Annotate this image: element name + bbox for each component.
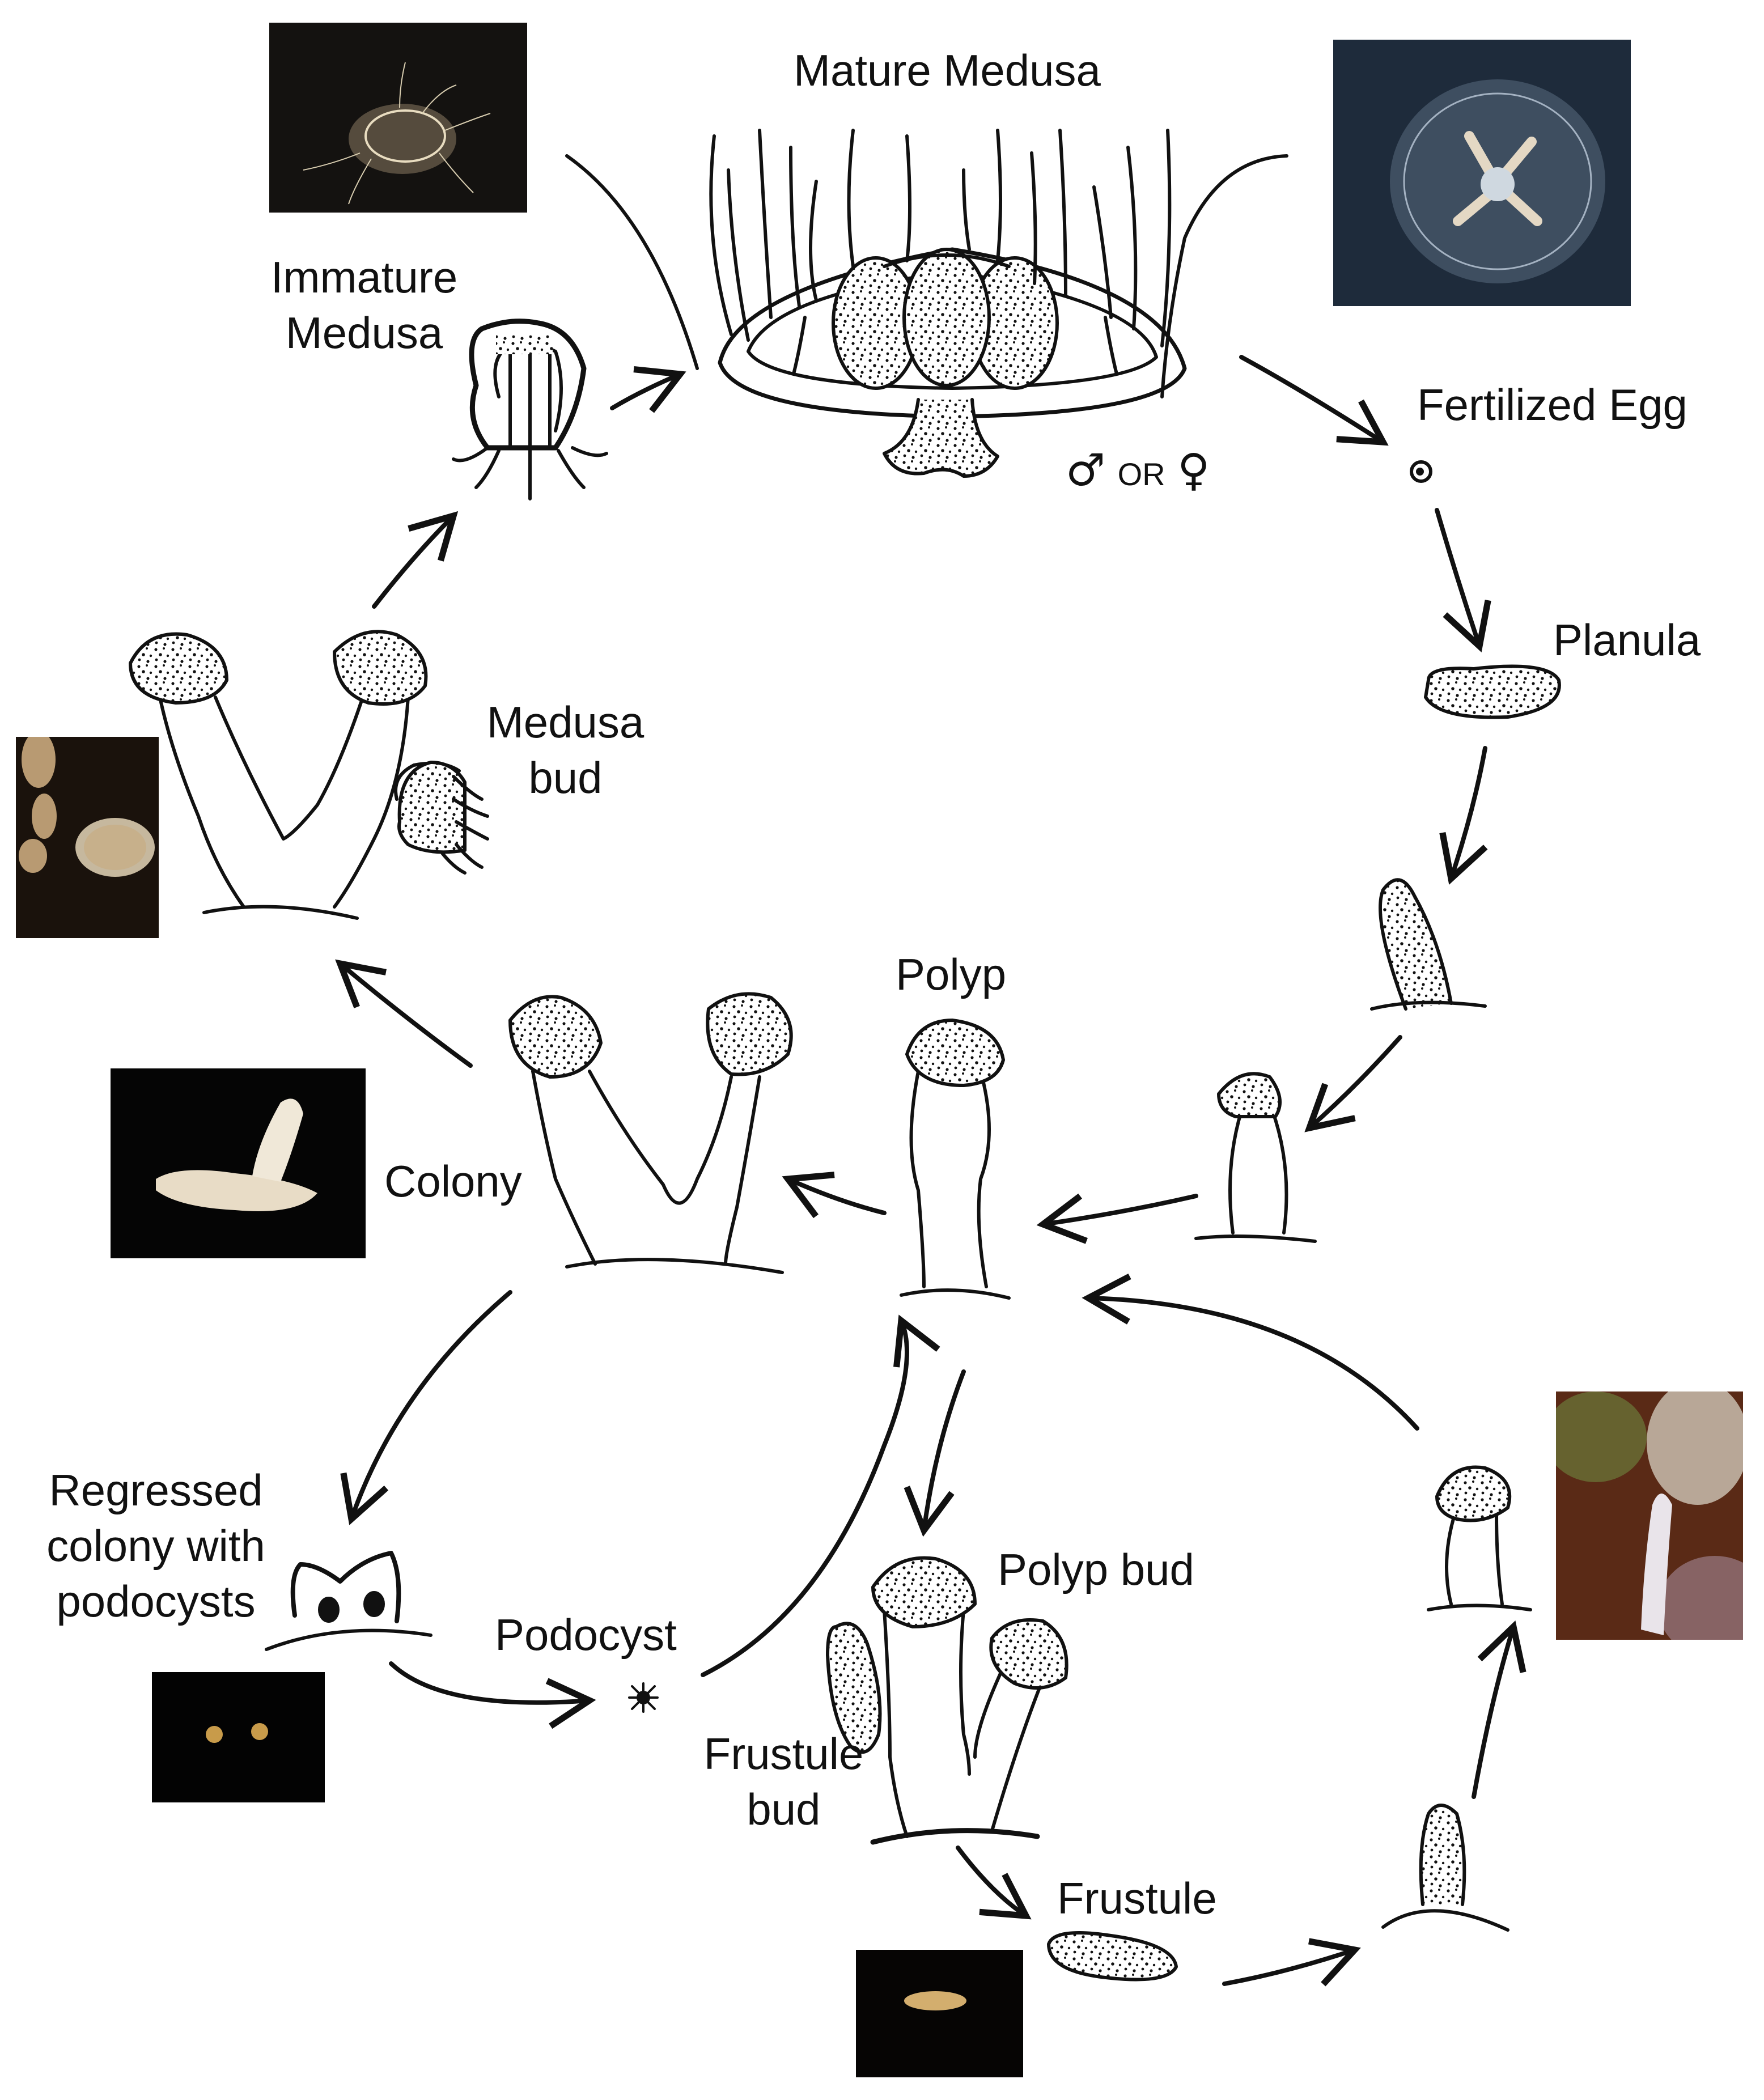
label-immature-medusa-line2: Medusa	[285, 308, 443, 358]
regressed-colony-drawing	[265, 1551, 432, 1651]
label-regressed-line2: colony with	[46, 1521, 265, 1571]
medusa-bud-photo	[16, 737, 159, 938]
label-regressed-line1: Regressed	[49, 1465, 263, 1515]
label-immature-medusa-line1: Immature	[270, 252, 458, 302]
arrow-frustule-bud-to-frustule	[956, 1846, 1032, 1920]
label-medusa-bud-line1: Medusa	[486, 697, 644, 747]
arrow-polyp-to-colony	[782, 1172, 887, 1219]
label-regressed-line3: podocysts	[56, 1576, 256, 1626]
podocyst-drawing	[628, 1682, 659, 1713]
arrow-immature-to-mature	[610, 366, 686, 413]
arrow-frustule-polyp-to-polyp	[1082, 1273, 1419, 1431]
frustule-polyp-photo	[1556, 1391, 1743, 1640]
sex-symbols: ♂ OR ♀	[1066, 442, 1210, 502]
arrow-podocyst-to-polyp	[701, 1314, 940, 1677]
label-medusa-bud: Medusa bud	[479, 694, 652, 805]
polyp-drawing	[900, 1019, 1011, 1300]
planula-drawing	[1424, 664, 1561, 719]
label-frustule: Frustule	[1057, 1873, 1217, 1923]
label-regressed-colony: Regressed colony with podocysts	[37, 1462, 275, 1629]
label-planula: Planula	[1553, 615, 1701, 665]
immature-medusa-drawing	[452, 319, 608, 500]
label-immature-medusa: Immature Medusa	[255, 249, 473, 360]
label-frustule-bud-line2: bud	[747, 1784, 821, 1834]
label-fertilized-egg: Fertilized Egg	[1417, 380, 1687, 430]
settling-frustule-drawing	[1381, 1804, 1509, 1932]
label-colony: Colony	[384, 1156, 522, 1206]
arrow-young-polyp-to-polyp	[1036, 1193, 1198, 1244]
arrow-egg-to-planula	[1435, 508, 1491, 652]
female-symbol: ♀	[1177, 445, 1210, 496]
budding-polyp-drawing	[826, 1556, 1068, 1845]
label-frustule-bud: Frustule bud	[689, 1726, 879, 1837]
arrow-planula-to-settled	[1439, 746, 1488, 885]
immature-medusa-photo	[269, 23, 527, 213]
arrow-medusa-bud-to-immature	[372, 511, 459, 609]
arrow-mature-to-egg	[1239, 355, 1389, 446]
arrow-polyp-to-polyp-bud	[904, 1369, 966, 1537]
frustule-polyp-drawing	[1427, 1465, 1532, 1611]
colony-drawing	[508, 992, 793, 1274]
settled-planula-drawing	[1370, 878, 1487, 1011]
arrow-colony-to-regressed	[340, 1290, 512, 1525]
podocysts-photo	[152, 1672, 325, 1802]
frustule-drawing	[1047, 1931, 1178, 1982]
medusa-budding-colony-drawing	[129, 630, 489, 920]
arrow-regressed-to-podocyst	[389, 1661, 596, 1729]
male-symbol: ♂	[1066, 445, 1105, 496]
arrow-colony-to-medusa-bud	[335, 959, 473, 1068]
frustule-photo	[856, 1950, 1023, 2077]
arrow-frustule-to-settling	[1222, 1938, 1361, 1987]
arrow-settling-to-frustule-polyp	[1472, 1620, 1526, 1799]
label-frustule-bud-line1: Frustule	[703, 1729, 864, 1779]
mature-medusa-photo	[1333, 40, 1631, 306]
label-medusa-bud-line2: bud	[528, 753, 603, 803]
mature-medusa-drawing	[565, 129, 1288, 478]
label-polyp: Polyp	[896, 949, 1007, 999]
label-mature-medusa: Mature Medusa	[794, 45, 1101, 95]
arrow-settled-to-young-polyp	[1304, 1035, 1402, 1132]
young-polyp-drawing	[1194, 1072, 1317, 1243]
fertilized-egg-drawing	[1410, 460, 1432, 483]
label-polyp-bud: Polyp bud	[998, 1545, 1194, 1594]
sex-or-text: OR	[1117, 456, 1165, 492]
colony-photo	[111, 1068, 366, 1258]
label-podocyst: Podocyst	[495, 1610, 677, 1660]
